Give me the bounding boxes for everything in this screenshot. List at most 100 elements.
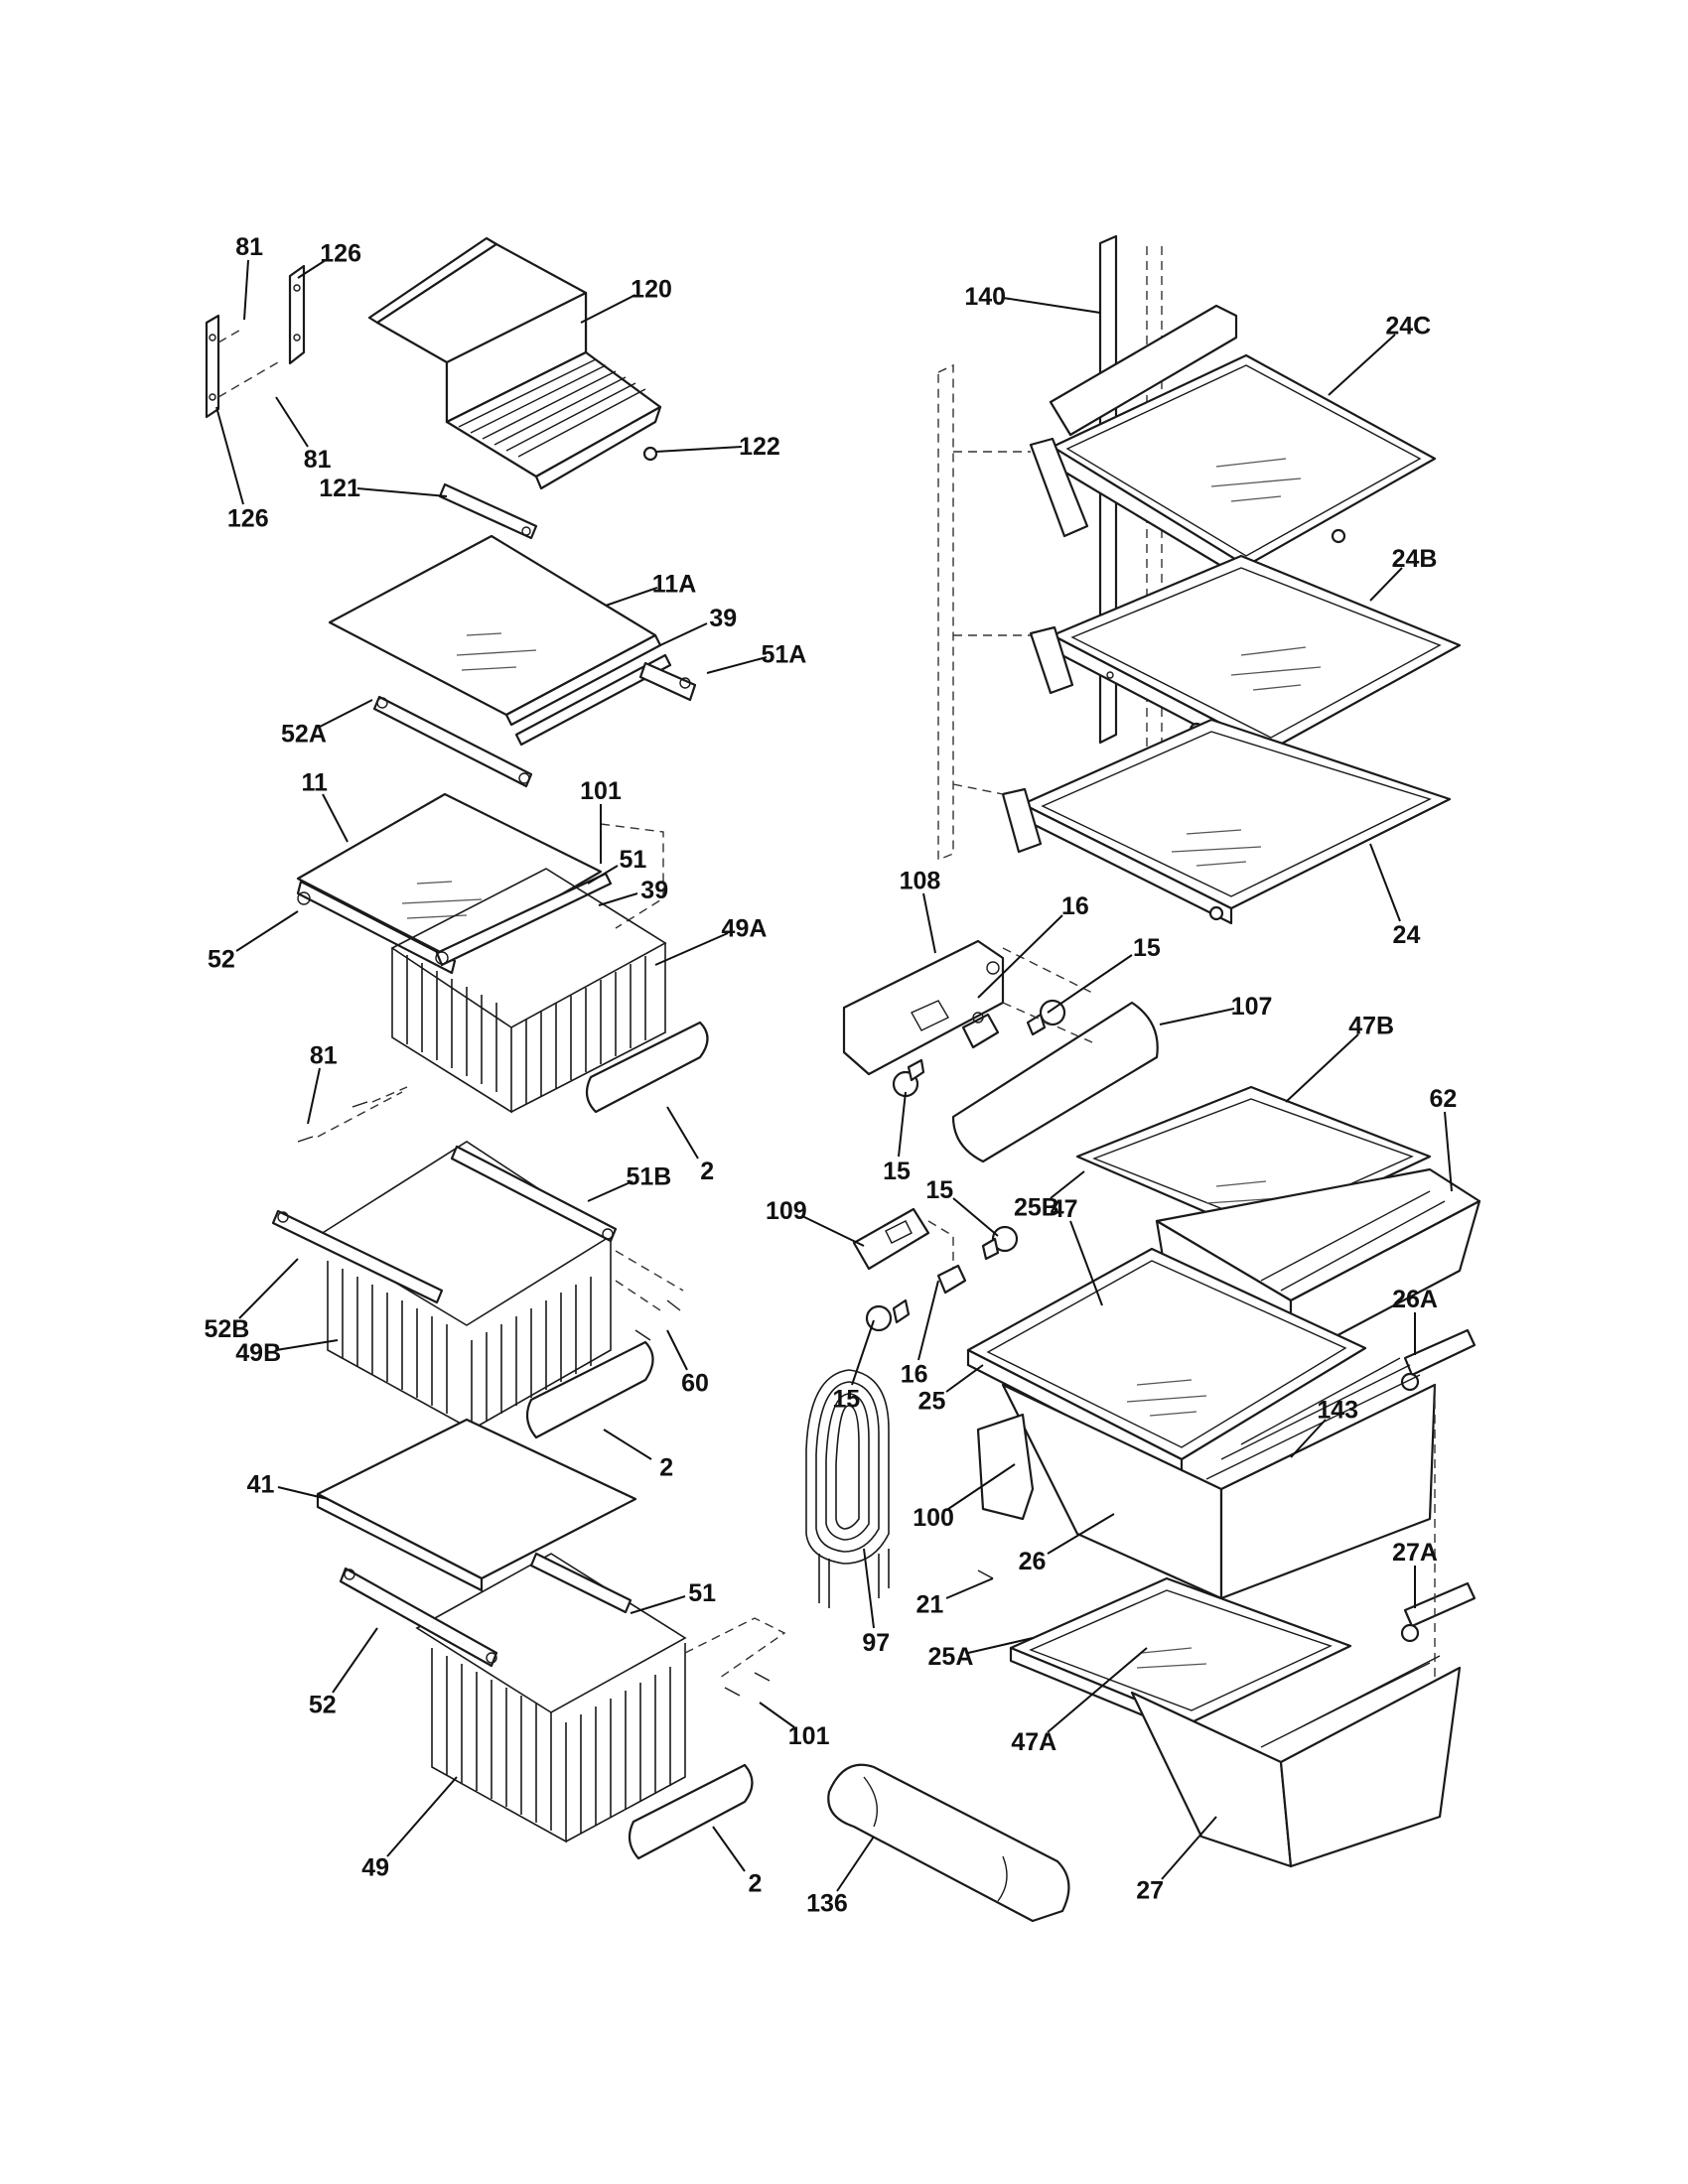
leader-line (275, 396, 309, 448)
leader-line (1047, 954, 1133, 1014)
leader-line (654, 446, 743, 453)
callout-label: 49A (722, 914, 768, 942)
callout-label: 51 (620, 846, 647, 874)
light-housing-109 (852, 1207, 954, 1276)
callout-label: 24B (1392, 545, 1438, 573)
callout-126-bot: 126 (215, 406, 269, 532)
leader-line (666, 1106, 699, 1160)
callout-label: 108 (900, 867, 941, 894)
leader-line (1069, 1220, 1103, 1306)
callout-101-low: 101 (759, 1702, 830, 1750)
callout-label: 143 (1317, 1397, 1358, 1425)
callout-143: 143 (1290, 1397, 1358, 1458)
callout-51: 51 (587, 846, 647, 885)
callout-label: 120 (631, 276, 672, 304)
leader-line (1369, 567, 1403, 602)
light-shield-107 (951, 947, 1159, 1163)
callout-label: 52 (309, 1692, 337, 1719)
callout-26: 26 (1019, 1513, 1115, 1575)
leader-line (759, 1702, 795, 1728)
leader-line (322, 793, 349, 843)
callout-52-low: 52 (309, 1627, 378, 1719)
leader-line (598, 892, 638, 906)
callout-label: 24C (1385, 313, 1431, 341)
leader-line (945, 1577, 994, 1599)
glass-shelf-11a (328, 534, 697, 788)
leader-line (1047, 1513, 1115, 1555)
leader-line (967, 1637, 1034, 1654)
leader-line (580, 294, 636, 324)
callout-81-low: 81 (307, 1041, 338, 1125)
callout-2-mid: 2 (603, 1429, 673, 1481)
bulb-15-b (981, 1225, 1019, 1261)
leader-line (952, 1197, 999, 1237)
leader-line (297, 259, 327, 279)
callout-label: 11 (301, 769, 328, 797)
leader-line (1328, 334, 1396, 396)
callout-label: 47A (1011, 1728, 1056, 1756)
callout-label: 39 (709, 605, 737, 632)
heater-97 (805, 1369, 890, 1608)
rail-121 (438, 482, 538, 540)
callout-24B: 24B (1369, 545, 1438, 602)
callout-97: 97 (862, 1548, 890, 1657)
leader-line (1285, 1033, 1359, 1103)
callout-label: 101 (580, 777, 622, 805)
leader-line (1002, 297, 1101, 314)
callout-15-top: 15 (1047, 934, 1161, 1014)
callout-label: 109 (766, 1197, 807, 1225)
callout-label: 52 (208, 946, 235, 974)
glass-shelf-11 (296, 792, 664, 975)
callout-label: 25A (928, 1643, 974, 1671)
crisper-27 (1130, 1655, 1462, 1868)
callout-60: 60 (666, 1329, 709, 1398)
callout-label: 16 (901, 1361, 928, 1389)
basket-49b (271, 1141, 684, 1432)
leader-line (307, 1067, 321, 1125)
callout-label: 52B (204, 1315, 249, 1343)
leader-line (1047, 1647, 1148, 1733)
callout-label: 97 (862, 1629, 890, 1657)
callout-49B: 49B (235, 1339, 339, 1367)
callout-label: 15 (925, 1176, 953, 1204)
callout-24: 24 (1369, 843, 1420, 949)
callout-label: 107 (1231, 993, 1273, 1021)
callout-label: 52A (281, 720, 327, 748)
leader-line (275, 1339, 339, 1351)
callout-15-mid: 15 (883, 1091, 911, 1185)
callout-label: 100 (913, 1504, 954, 1532)
crisper-26 (976, 1357, 1437, 1688)
leader-line (319, 699, 373, 728)
callout-label: 21 (916, 1590, 944, 1618)
callout-label: 15 (832, 1385, 860, 1413)
callout-122: 122 (654, 433, 780, 461)
leader-line (947, 1463, 1016, 1510)
leader-line (917, 1280, 939, 1361)
leader-line (1369, 843, 1401, 922)
basket-49 (339, 1552, 786, 1843)
callout-27A: 27A (1392, 1539, 1438, 1608)
leader-line (587, 865, 619, 885)
bulb-15-low (865, 1298, 911, 1332)
socket-16-top (961, 1012, 1000, 1049)
callout-label: 41 (247, 1471, 275, 1499)
callout-label: 51 (688, 1579, 716, 1607)
leader-line (587, 1180, 633, 1202)
callout-label: 39 (640, 877, 668, 904)
callout-25A: 25A (928, 1637, 1034, 1671)
leader-line (851, 1319, 875, 1386)
leader-line (712, 1826, 746, 1872)
callout-label: 51B (627, 1162, 672, 1190)
callout-label: 27 (1136, 1877, 1164, 1905)
leader-line (605, 587, 658, 607)
trim-2-low (628, 1763, 754, 1860)
shelf-24c (953, 304, 1437, 583)
callout-label: 60 (681, 1370, 709, 1398)
callout-label: 2 (748, 1869, 762, 1897)
callout-52A: 52A (281, 699, 373, 748)
callout-25B: 25B (1014, 1170, 1085, 1222)
callout-15-low: 15 (832, 1319, 875, 1413)
divider-41 (316, 1418, 637, 1592)
callout-52B: 52B (204, 1258, 299, 1343)
leader-line (977, 914, 1063, 999)
